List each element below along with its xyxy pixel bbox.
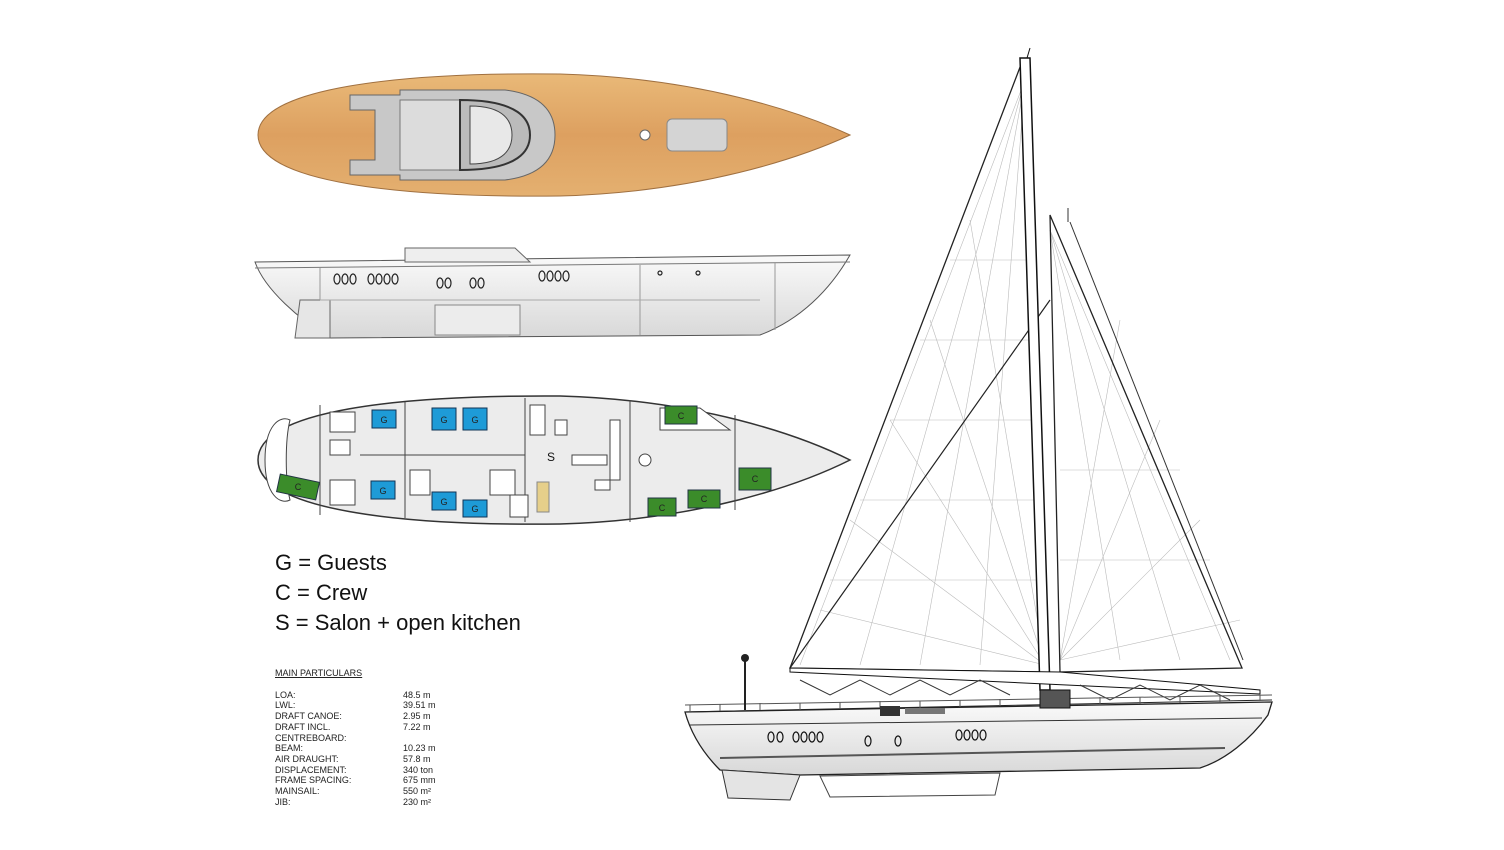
crew-cabins: C C C C C bbox=[275, 405, 772, 517]
particular-row: BEAM: 10.23 m bbox=[275, 743, 445, 754]
particular-row: MAINSAIL: 550 m² bbox=[275, 786, 445, 797]
particular-value: 10.23 m bbox=[403, 743, 436, 754]
legend: G = Guests C = Crew S = Salon + open kit… bbox=[275, 548, 521, 638]
particular-label: BEAM: bbox=[275, 743, 304, 754]
legend-salon: S = Salon + open kitchen bbox=[275, 610, 521, 635]
svg-text:G: G bbox=[440, 415, 447, 425]
accommodation-plan: G G G G G G C C C C C S bbox=[257, 395, 852, 525]
particular-row: FRAME SPACING: 675 mm bbox=[275, 775, 445, 786]
salon-label: S bbox=[547, 450, 555, 464]
particular-value: 2.95 m bbox=[403, 711, 431, 722]
particular-value: 340 ton bbox=[403, 764, 434, 775]
deck-plan bbox=[257, 73, 852, 197]
svg-text:C: C bbox=[678, 411, 685, 421]
particular-label: LWL: bbox=[275, 700, 296, 711]
particular-label: DRAFT INCL. CENTREBOARD: bbox=[275, 721, 347, 743]
legend-crew: C = Crew bbox=[275, 580, 368, 605]
sail-plan bbox=[684, 47, 1273, 801]
particular-value: 675 mm bbox=[403, 775, 436, 786]
particular-label: JIB: bbox=[275, 796, 291, 807]
particular-row: AIR DRAUGHT: 57.8 m bbox=[275, 754, 445, 765]
side-profile bbox=[254, 247, 851, 339]
svg-text:C: C bbox=[659, 503, 666, 513]
particular-label: DRAFT CANOE: bbox=[275, 711, 342, 722]
particular-row: DRAFT INCL. CENTREBOARD: 7.22 m bbox=[275, 722, 445, 743]
particular-row: LWL: 39.51 m bbox=[275, 700, 445, 711]
particular-value: 550 m² bbox=[403, 786, 432, 797]
svg-text:G: G bbox=[471, 504, 478, 514]
main-particulars: MAIN PARTICULARS LOA:48.5 m LWL:39.51 m … bbox=[275, 668, 445, 807]
particular-label: MAINSAIL: bbox=[275, 786, 320, 797]
svg-text:G: G bbox=[379, 486, 386, 496]
dining-table bbox=[536, 481, 550, 513]
particular-label: FRAME SPACING: bbox=[275, 775, 352, 786]
svg-text:G: G bbox=[440, 497, 447, 507]
particular-row: JIB: 230 m² bbox=[275, 797, 445, 808]
legend-guests: G = Guests bbox=[275, 550, 387, 575]
svg-text:G: G bbox=[380, 415, 387, 425]
particular-row: DRAFT CANOE: 2.95 m bbox=[275, 711, 445, 722]
particular-label: DISPLACEMENT: bbox=[275, 764, 347, 775]
svg-text:C: C bbox=[295, 482, 302, 492]
particular-label: AIR DRAUGHT: bbox=[275, 753, 339, 764]
guest-cabins: G G G G G G bbox=[370, 407, 488, 518]
particulars-title: MAIN PARTICULARS bbox=[275, 668, 363, 678]
svg-text:G: G bbox=[471, 415, 478, 425]
svg-text:C: C bbox=[752, 474, 759, 484]
particular-value: 48.5 m bbox=[403, 689, 431, 700]
particular-row: LOA: 48.5 m bbox=[275, 690, 445, 701]
particular-value: 230 m² bbox=[403, 796, 432, 807]
particular-value: 7.22 m bbox=[403, 721, 431, 732]
particular-value: 39.51 m bbox=[403, 700, 436, 711]
svg-text:C: C bbox=[701, 494, 708, 504]
particular-row: DISPLACEMENT: 340 ton bbox=[275, 765, 445, 776]
particular-label: LOA: bbox=[275, 689, 296, 700]
particular-value: 57.8 m bbox=[403, 753, 431, 764]
